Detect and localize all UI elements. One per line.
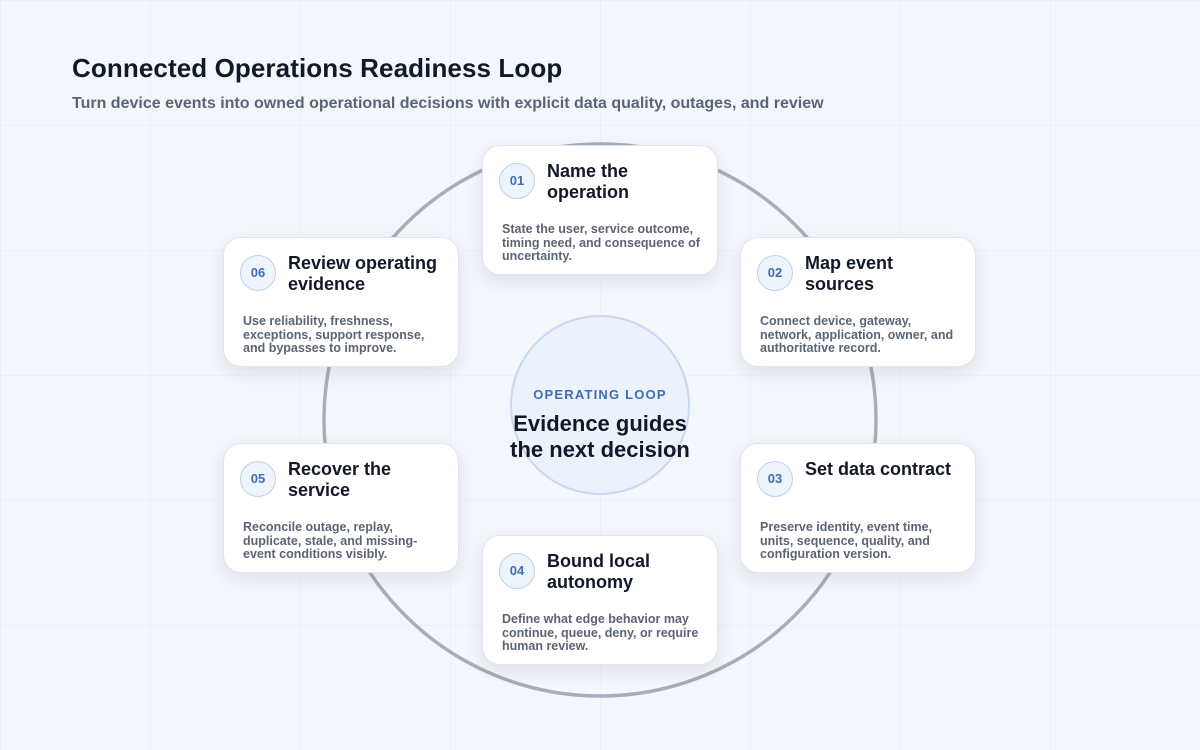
hub-statement: Evidence guides the next decision [510,411,690,462]
step-title: Set data contract [805,459,952,479]
hub-kicker: OPERATING LOOP [533,387,667,402]
page-subtitle: Turn device events into owned operationa… [72,95,824,112]
step-description: State the user, service outcome, timing … [502,222,700,263]
step-description: Use reliability, freshness, exceptions, … [243,314,425,355]
page-title: Connected Operations Readiness Loop [72,53,563,83]
step-card-bound-local-autonomy: 04 Bound local autonomy Define what edge… [482,535,718,665]
step-title: Map event sources [805,253,894,294]
step-number-badge: 04 [499,553,535,589]
step-card-set-data-contract: 03 Set data contract Preserve identity, … [740,443,976,573]
step-number-badge: 03 [757,461,793,497]
step-card-map-event-sources: 02 Map event sources Connect device, gat… [740,237,976,367]
step-title: Name the operation [547,161,630,202]
step-title: Review operating evidence [288,253,438,294]
step-description: Define what edge behavior may continue, … [502,612,699,653]
step-card-name-operation: 01 Name the operation State the user, se… [482,145,718,275]
step-description: Preserve identity, event time, units, se… [760,520,933,561]
step-number-badge: 02 [757,255,793,291]
operating-loop-hub: OPERATING LOOP Evidence guides the next … [510,315,690,495]
step-number-badge: 06 [240,255,276,291]
step-card-recover-service: 05 Recover the service Reconcile outage,… [223,443,459,573]
step-number-badge: 01 [499,163,535,199]
step-card-review-evidence: 06 Review operating evidence Use reliabi… [223,237,459,367]
step-title: Recover the service [288,459,392,500]
step-description: Reconcile outage, replay, duplicate, sta… [243,520,418,561]
step-description: Connect device, gateway, network, applic… [760,314,954,355]
step-title: Bound local autonomy [547,551,650,592]
step-number-badge: 05 [240,461,276,497]
